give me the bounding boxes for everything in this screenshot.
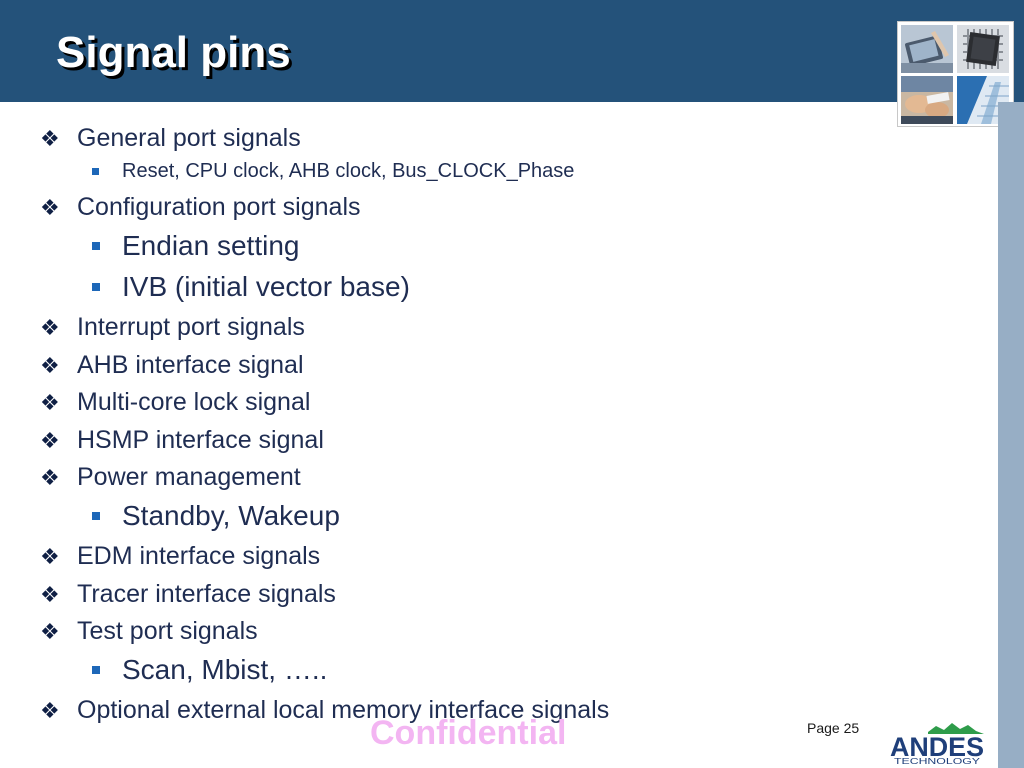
logo-wordmark: ANDES: [890, 732, 984, 762]
diamond-bullet-icon: ❖: [40, 618, 60, 644]
bullet-ahb-interface-signal: ❖ AHB interface signal: [40, 351, 304, 380]
bullet-tracer-interface-signals: ❖ Tracer interface signals: [40, 580, 336, 609]
square-bullet-icon: [92, 168, 99, 175]
bullet-text: AHB interface signal: [77, 351, 304, 379]
diamond-bullet-icon: ❖: [40, 464, 60, 490]
bullet-text: Standby, Wakeup: [122, 500, 340, 531]
right-sidebar-strip: [998, 102, 1024, 768]
square-bullet-icon: [92, 512, 100, 520]
bullet-multi-core-lock-signal: ❖ Multi-core lock signal: [40, 388, 310, 417]
bullet-edm-interface-signals: ❖ EDM interface signals: [40, 542, 320, 571]
bullet-power-management: ❖ Power management: [40, 463, 301, 492]
header-thumbnail-grid: [897, 21, 1014, 127]
square-bullet-icon: [92, 242, 100, 250]
bullet-text: Endian setting: [122, 230, 300, 261]
sub-bullet-general-port-list: Reset, CPU clock, AHB clock, Bus_CLOCK_P…: [92, 160, 574, 183]
diamond-bullet-icon: ❖: [40, 194, 60, 220]
diamond-bullet-icon: ❖: [40, 427, 60, 453]
header-bar: Signal pins: [0, 0, 1024, 102]
diamond-bullet-icon: ❖: [40, 352, 60, 378]
bullet-configuration-port-signals: ❖ Configuration port signals: [40, 193, 361, 222]
bullet-text: Interrupt port signals: [77, 313, 305, 341]
bullet-hsmp-interface-signal: ❖ HSMP interface signal: [40, 426, 324, 455]
tablet-photo-thumbnail: [901, 25, 953, 73]
sub-bullet-endian-setting: Endian setting: [92, 230, 299, 262]
diamond-bullet-icon: ❖: [40, 543, 60, 569]
slide-title: Signal pins: [56, 28, 291, 77]
bullet-text: Optional external local memory interface…: [77, 696, 610, 724]
page-number: Page 25: [807, 720, 860, 736]
logo-tagline: TECHNOLOGY: [894, 757, 981, 766]
square-bullet-icon: [92, 666, 100, 674]
sub-bullet-scan-mbist: Scan, Mbist, …..: [92, 654, 327, 686]
bullet-text: HSMP interface signal: [77, 426, 324, 454]
bullet-interrupt-port-signals: ❖ Interrupt port signals: [40, 313, 305, 342]
diamond-bullet-icon: ❖: [40, 581, 60, 607]
bullet-text: IVB (initial vector base): [122, 271, 410, 302]
bullet-text: Test port signals: [77, 617, 258, 645]
bullet-text: General port signals: [77, 124, 301, 152]
bullet-list: ❖ General port signals Reset, CPU clock,…: [40, 124, 609, 725]
bullet-text: Tracer interface signals: [77, 580, 336, 608]
microchip-photo-thumbnail: [957, 25, 1009, 73]
bullet-text: Power management: [77, 463, 301, 491]
bullet-optional-external-memory: ❖ Optional external local memory interfa…: [40, 696, 609, 725]
confidential-watermark: Confidential: [370, 714, 567, 752]
diamond-bullet-icon: ❖: [40, 125, 60, 151]
bullet-text: Scan, Mbist, …..: [122, 654, 328, 685]
sub-bullet-standby-wakeup: Standby, Wakeup: [92, 500, 340, 532]
sub-bullet-ivb: IVB (initial vector base): [92, 271, 410, 303]
square-bullet-icon: [92, 283, 100, 291]
diamond-bullet-icon: ❖: [40, 697, 60, 723]
bullet-text: Reset, CPU clock, AHB clock, Bus_CLOCK_P…: [122, 160, 575, 182]
skyscraper-photo-thumbnail: [957, 76, 1009, 124]
business-hands-photo-thumbnail: [901, 76, 953, 124]
bullet-text: Multi-core lock signal: [77, 388, 311, 416]
diamond-bullet-icon: ❖: [40, 314, 60, 340]
bullet-test-port-signals: ❖ Test port signals: [40, 617, 258, 646]
bullet-text: EDM interface signals: [77, 542, 321, 570]
bullet-general-port-signals: ❖ General port signals: [40, 124, 301, 153]
diamond-bullet-icon: ❖: [40, 389, 60, 415]
andes-logo: ANDES TECHNOLOGY: [890, 723, 984, 766]
bullet-text: Configuration port signals: [77, 193, 361, 221]
